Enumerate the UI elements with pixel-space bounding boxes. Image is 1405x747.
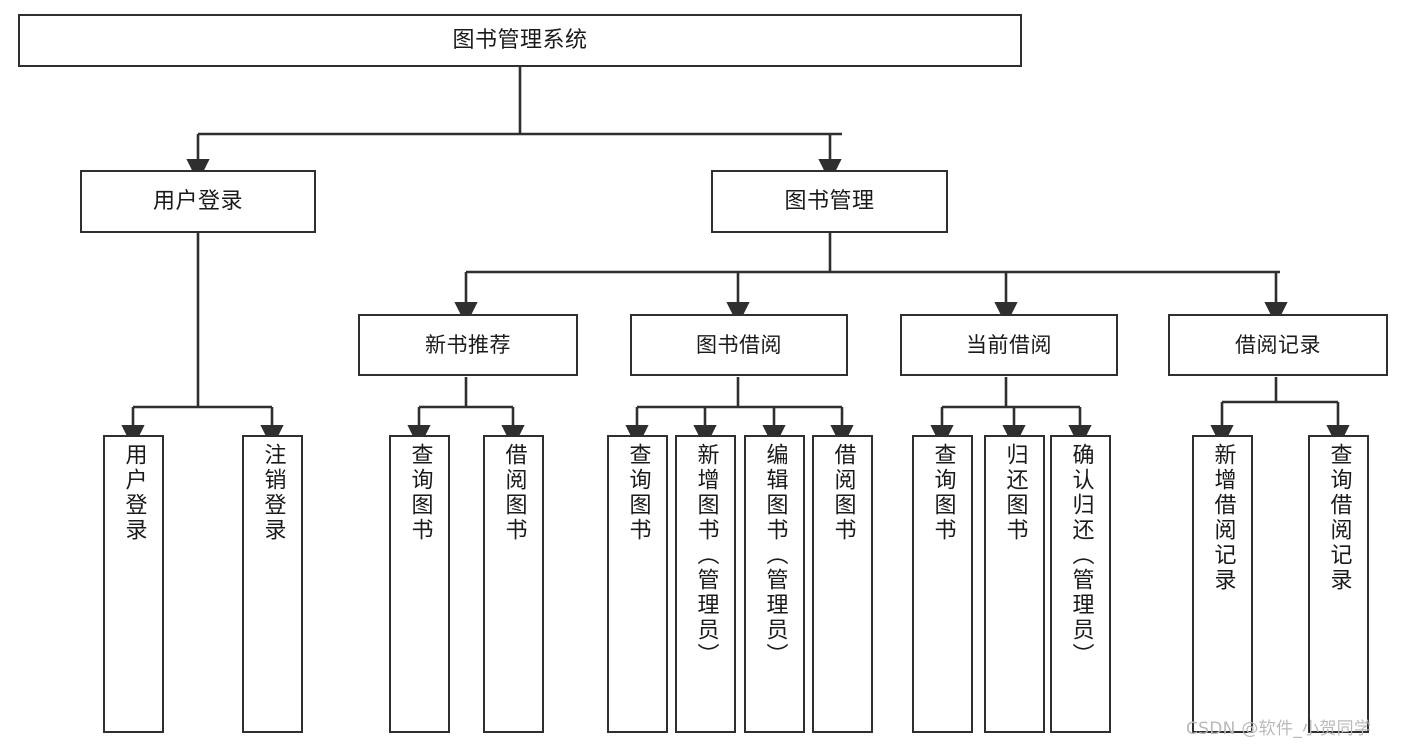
node-current-borrow[interactable]: 当前借阅 (900, 314, 1118, 376)
node-label-current-borrow: 当前借阅 (966, 332, 1052, 357)
node-leaf-query-book-2[interactable]: 查询图书 (607, 435, 668, 733)
node-label-leaf-user-login: 用户登录 (121, 443, 147, 543)
node-label-leaf-query-book-2: 查询图书 (625, 443, 651, 543)
node-leaf-query-borrow-record[interactable]: 查询借阅记录 (1308, 435, 1369, 733)
node-leaf-edit-book[interactable]: 编辑图书（管理员） (744, 435, 805, 733)
node-new-book-recommend[interactable]: 新书推荐 (358, 314, 578, 376)
node-label-root: 图书管理系统 (452, 27, 588, 53)
node-leaf-confirm-return[interactable]: 确认归还（管理员） (1050, 435, 1111, 733)
node-label-leaf-borrow-book-1: 借阅图书 (501, 443, 527, 543)
node-label-leaf-confirm-return: 确认归还（管理员） (1068, 443, 1094, 668)
node-label-leaf-query-borrow-record: 查询借阅记录 (1326, 443, 1352, 593)
node-leaf-user-login[interactable]: 用户登录 (103, 435, 164, 733)
node-leaf-return-book[interactable]: 归还图书 (984, 435, 1045, 733)
node-leaf-add-borrow-record[interactable]: 新增借阅记录 (1192, 435, 1253, 733)
node-leaf-borrow-book-1[interactable]: 借阅图书 (483, 435, 544, 733)
node-label-leaf-query-book-3: 查询图书 (930, 443, 956, 543)
node-label-book-borrow: 图书借阅 (696, 332, 782, 357)
watermark-text: CSDN @软件_小贺同学 (1186, 719, 1372, 739)
node-label-leaf-query-book-1: 查询图书 (407, 443, 433, 543)
node-leaf-query-book-1[interactable]: 查询图书 (389, 435, 450, 733)
node-label-leaf-borrow-book-2: 借阅图书 (830, 443, 856, 543)
node-user-login[interactable]: 用户登录 (80, 170, 316, 233)
node-label-leaf-add-borrow-record: 新增借阅记录 (1210, 443, 1236, 593)
node-label-leaf-edit-book: 编辑图书（管理员） (762, 443, 788, 668)
node-label-leaf-return-book: 归还图书 (1002, 443, 1028, 543)
node-leaf-add-book[interactable]: 新增图书（管理员） (675, 435, 736, 733)
node-leaf-query-book-3[interactable]: 查询图书 (912, 435, 973, 733)
node-leaf-logout-login[interactable]: 注销登录 (242, 435, 303, 733)
node-label-borrow-record: 借阅记录 (1235, 332, 1321, 357)
node-book-manage[interactable]: 图书管理 (711, 170, 948, 233)
node-book-borrow[interactable]: 图书借阅 (630, 314, 848, 376)
node-label-new-book-recommend: 新书推荐 (425, 332, 511, 357)
node-label-book-manage: 图书管理 (784, 188, 875, 214)
node-label-leaf-logout-login: 注销登录 (260, 443, 286, 543)
node-label-user-login: 用户登录 (152, 188, 243, 214)
node-borrow-record[interactable]: 借阅记录 (1168, 314, 1388, 376)
node-label-leaf-add-book: 新增图书（管理员） (693, 443, 719, 668)
node-root-system[interactable]: 图书管理系统 (18, 14, 1022, 67)
node-leaf-borrow-book-2[interactable]: 借阅图书 (812, 435, 873, 733)
